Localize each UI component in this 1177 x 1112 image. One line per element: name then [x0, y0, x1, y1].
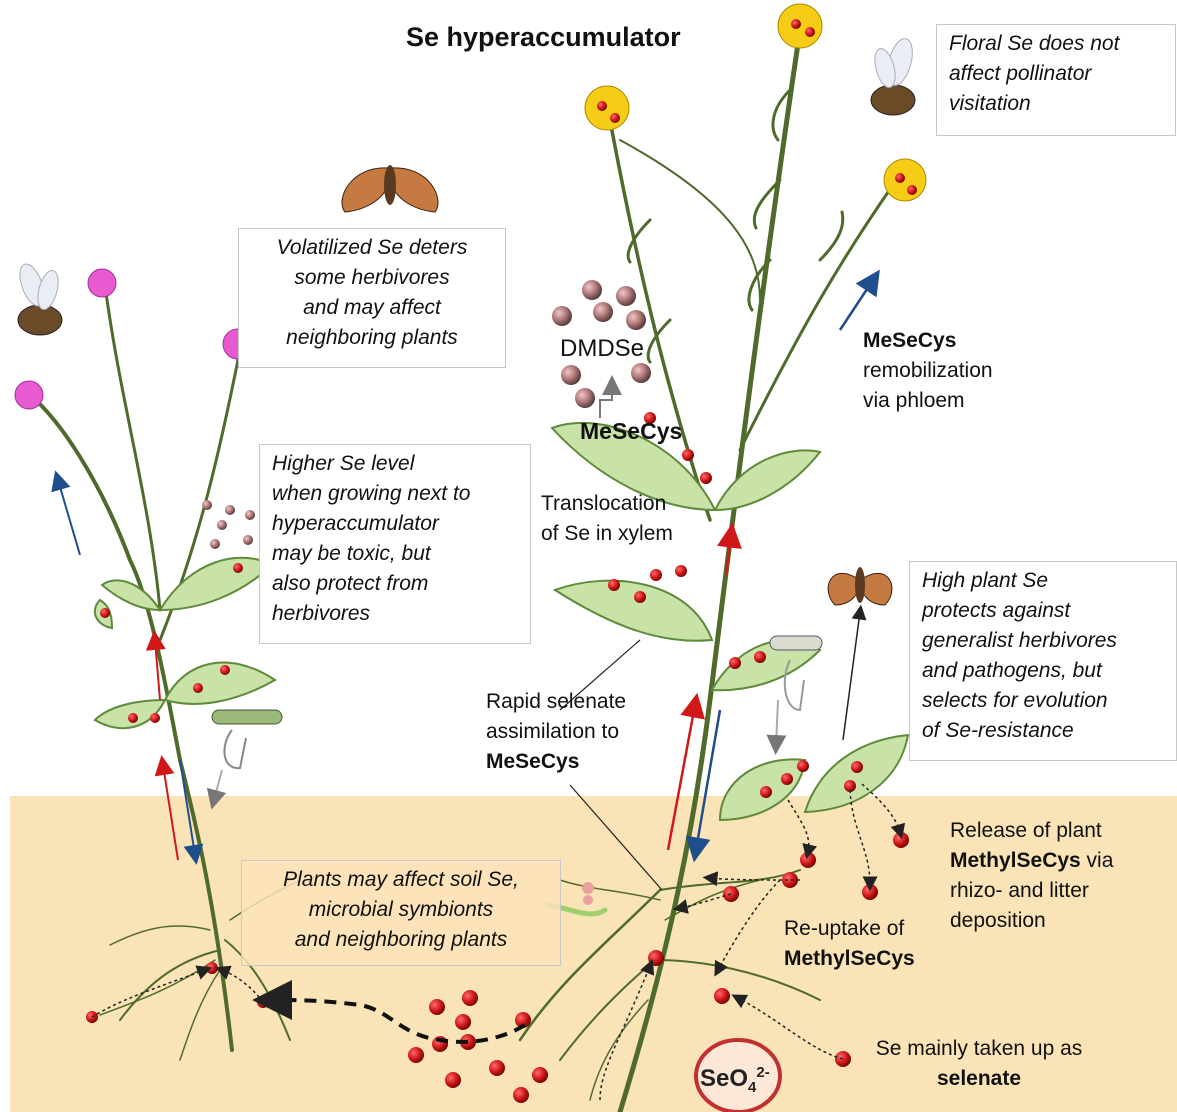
box-line: and may affect	[251, 293, 493, 323]
release-via: via	[1081, 849, 1114, 872]
remobilization-label: MeSeCys remobilization via phloem	[863, 326, 993, 416]
soil-effect-box: Plants may affect soil Se, microbial sym…	[241, 860, 561, 966]
rapid-assimilation-label: Rapid selenate assimilation to MeSeCys	[486, 687, 626, 777]
box-line: microbial symbionts	[254, 895, 548, 925]
box-line: visitation	[949, 89, 1163, 119]
formula-sub: 4	[748, 1079, 756, 1096]
box-line: of Se-resistance	[922, 716, 1164, 746]
moth-icon	[342, 165, 438, 212]
volatilized-se-box: Volatilized Se deters some herbivores an…	[238, 228, 506, 368]
remob-line: via phloem	[863, 386, 993, 416]
box-line: and pathogens, but	[922, 656, 1164, 686]
remob-line: remobilization	[863, 356, 993, 386]
dmdse-label: DMDSe	[560, 334, 644, 364]
release-label: Release of plant MethylSeCys via rhizo- …	[950, 816, 1113, 936]
box-line: generalist herbivores	[922, 626, 1164, 656]
remob-bold: MeSeCys	[863, 326, 993, 356]
box-line: neighboring plants	[251, 323, 493, 353]
release-line: deposition	[950, 906, 1113, 936]
formula-base: SeO	[700, 1065, 748, 1092]
formula-sup: 2-	[756, 1064, 769, 1081]
rapid-line: assimilation to	[486, 717, 626, 747]
reuptake-bold: MethylSeCys	[784, 944, 915, 974]
box-line: may be toxic, but	[272, 539, 518, 569]
neighbor-leaves	[95, 558, 275, 728]
phloem-arrow	[840, 280, 873, 330]
translocation-label: Translocation of Se in xylem	[541, 489, 673, 549]
neighbor-phloem-arrow-2	[58, 480, 80, 555]
box-line: when growing next to	[272, 479, 518, 509]
mesecys-leaf-label: MeSeCys	[580, 416, 682, 446]
floral-se-box: Floral Se does not affect pollinator vis…	[936, 24, 1176, 136]
bee-icon	[15, 261, 62, 335]
uptake-bold: selenate	[853, 1064, 1105, 1094]
release-line: Release of plant	[950, 816, 1113, 846]
box-line: High plant Se	[922, 566, 1164, 596]
box-line: also protect from	[272, 569, 518, 599]
higher-se-box: Higher Se level when growing next to hyp…	[259, 444, 531, 644]
diagram-title: Se hyperaccumulator	[406, 22, 681, 53]
neighbor-volatile-dots	[202, 500, 255, 549]
bee-icon	[871, 36, 917, 115]
box-line: affect pollinator	[949, 59, 1163, 89]
selenate-formula: SeO42-	[700, 1058, 770, 1103]
rapid-line: Rapid selenate	[486, 687, 626, 717]
caterpillar-icon	[212, 710, 282, 800]
release-bold: MethylSeCys	[950, 849, 1081, 872]
transloc-line: Translocation	[541, 489, 673, 519]
rapid-bold: MeSeCys	[486, 747, 626, 777]
uptake-line: Se mainly taken up as	[853, 1034, 1105, 1064]
box-line: protects against	[922, 596, 1164, 626]
box-line: Higher Se level	[272, 449, 518, 479]
box-line: Volatilized Se deters	[251, 233, 493, 263]
high-plant-se-box: High plant Se protects against generalis…	[909, 561, 1177, 761]
box-line: hyperaccumulator	[272, 509, 518, 539]
moth-icon	[828, 567, 892, 605]
release-line: rhizo- and litter	[950, 876, 1113, 906]
transloc-line: of Se in xylem	[541, 519, 673, 549]
reuptake-label: Re-uptake of MethylSeCys	[784, 914, 915, 974]
box-line: Floral Se does not	[949, 29, 1163, 59]
reuptake-line: Re-uptake of	[784, 914, 915, 944]
herbivore-arrow	[843, 612, 860, 740]
box-line: and neighboring plants	[254, 925, 548, 955]
box-line: some herbivores	[251, 263, 493, 293]
box-line: Plants may affect soil Se,	[254, 865, 548, 895]
box-line: herbivores	[272, 599, 518, 629]
box-line: selects for evolution	[922, 686, 1164, 716]
uptake-label: Se mainly taken up as selenate	[853, 1034, 1105, 1094]
